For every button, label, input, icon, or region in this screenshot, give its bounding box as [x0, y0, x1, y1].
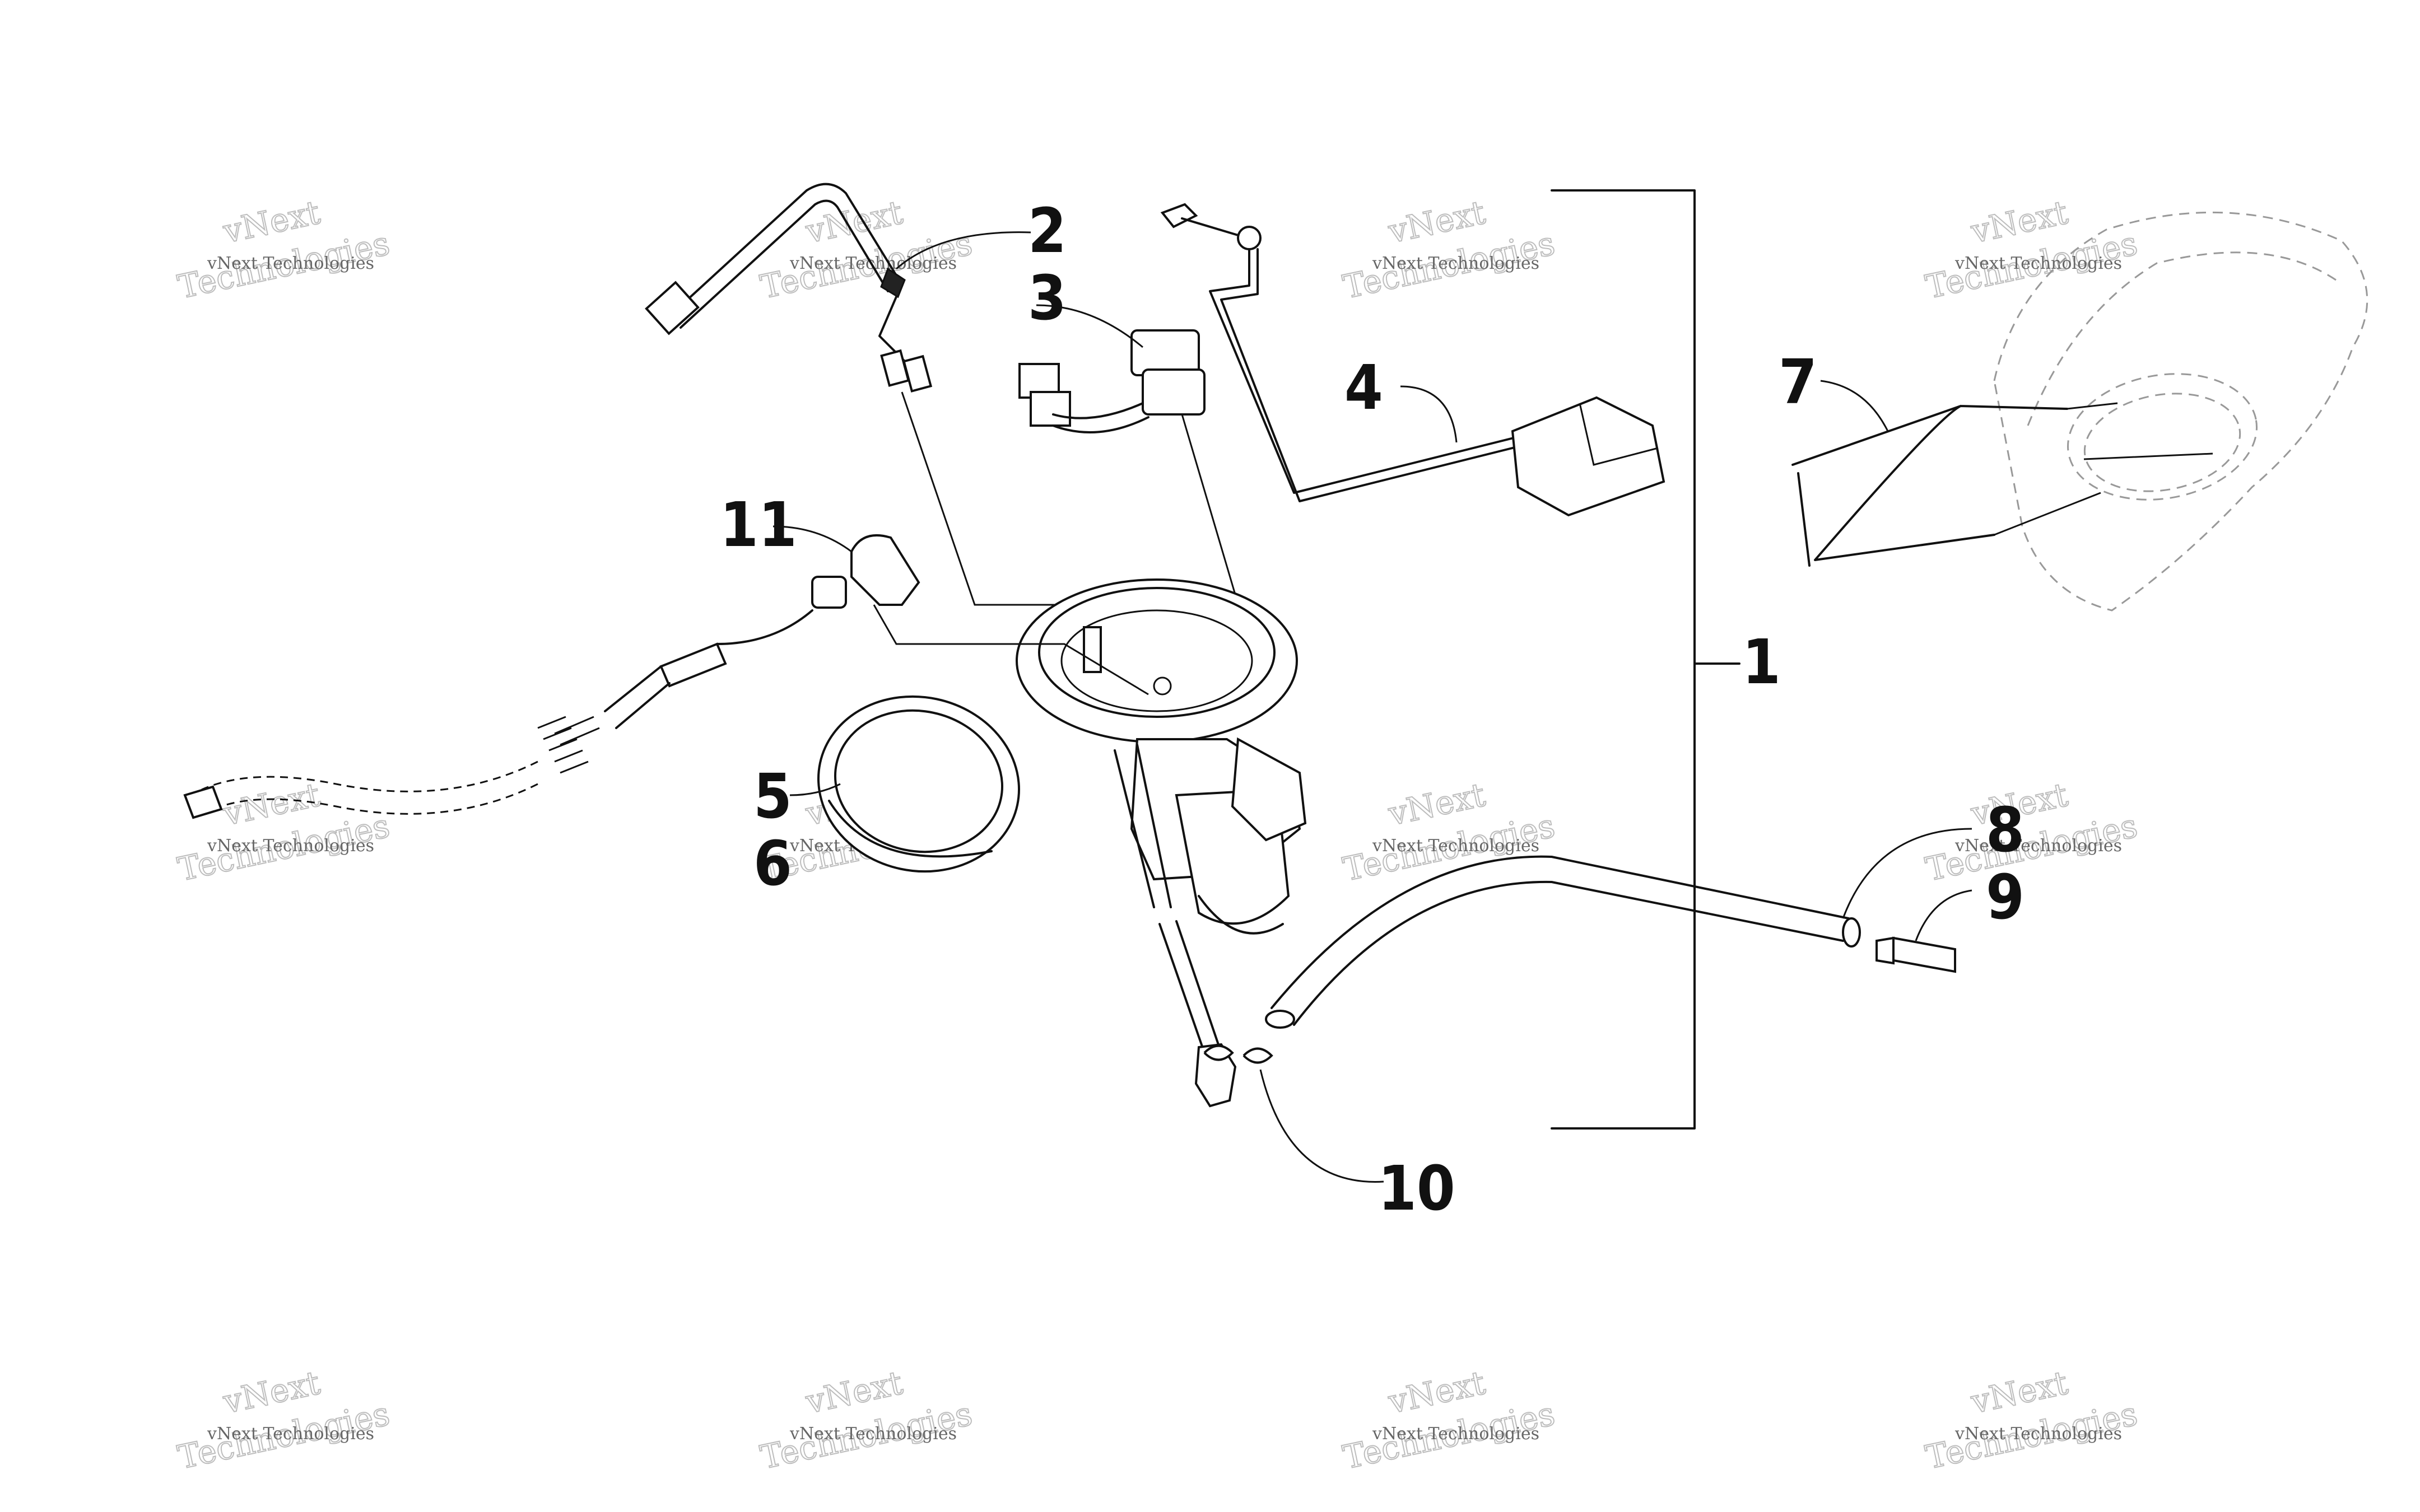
watermark-small-text: vNext Technologies [1372, 1424, 1539, 1444]
watermark-small-text: vNext Technologies [1372, 836, 1539, 856]
sender-connector-part [1018, 329, 1256, 661]
watermark-small-text: vNext Technologies [207, 1424, 374, 1444]
watermark-small-text: vNext Technologies [1954, 1424, 2122, 1444]
fuel-level-sender-part [1160, 203, 1665, 517]
watermark-small-text: vNext Technologies [207, 836, 374, 856]
callout-10: 10 [1378, 1152, 1455, 1224]
leader-lines [772, 231, 1972, 1183]
watermark-small-text: vNext Technologies [207, 254, 374, 273]
callout-8: 8 [1986, 794, 2025, 866]
watermark-small-text: vNext Technologies [1372, 254, 1539, 273]
callout-4: 4 [1344, 352, 1383, 423]
hose-corrugation [537, 716, 600, 774]
callout-3: 3 [1028, 262, 1067, 334]
retaining-strap-part [1791, 211, 2368, 612]
watermark-small-text: vNext Technologies [789, 1424, 957, 1444]
callout-5: 5 [753, 760, 792, 832]
fuel-pump-module-part [1016, 578, 1307, 1108]
seal-rings-part [817, 695, 1020, 873]
callout-11: 11 [720, 489, 797, 561]
assembly-bracket [1551, 189, 1740, 1130]
hose-clamp-part [1203, 1044, 1273, 1064]
elbow-fitting-part [183, 534, 1149, 819]
watermark-small-text: vNext Technologies [1954, 836, 2122, 856]
callout-1: 1 [1742, 626, 1781, 698]
watermark-small-text: vNext Technologies [1954, 254, 2122, 273]
callout-9: 9 [1986, 861, 2025, 933]
callout-2: 2 [1028, 195, 1067, 267]
callout-6: 6 [753, 828, 792, 899]
fuel-line-part [1265, 855, 1956, 1029]
watermark-small-text: vNext Technologies [789, 254, 957, 273]
callout-7: 7 [1779, 346, 1817, 418]
